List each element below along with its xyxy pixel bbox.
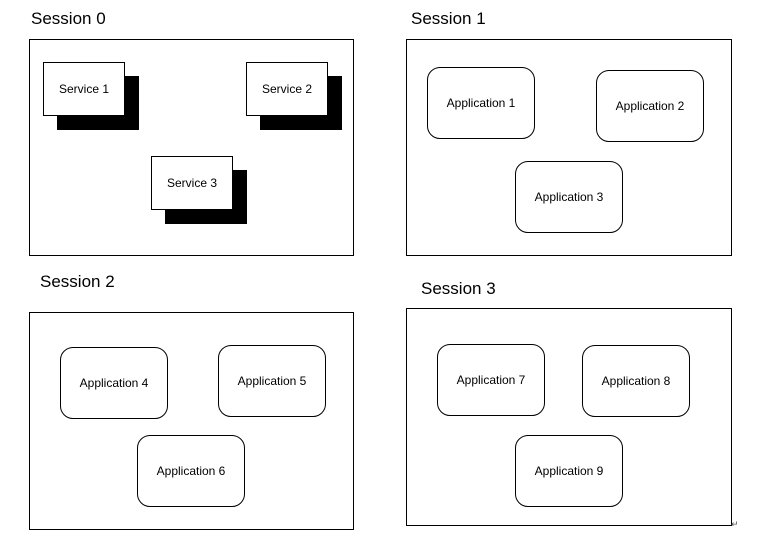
session-3-panel: Application 7 Application 8 Application …: [406, 308, 732, 526]
application-5-box: Application 5: [218, 345, 326, 417]
application-6-box: Application 6: [137, 435, 245, 507]
application-7-box: Application 7: [437, 344, 545, 416]
service-3: Service 3: [151, 156, 247, 224]
session-0-panel: Service 1 Service 2 Service 3: [29, 39, 354, 256]
service-2-box: Service 2: [246, 62, 328, 116]
application-3-box: Application 3: [515, 161, 623, 233]
application-9-box: Application 9: [515, 435, 623, 507]
session-1-panel: Application 1 Application 2 Application …: [406, 39, 732, 256]
session-0-title: Session 0: [31, 9, 106, 28]
end-of-paragraph-mark: ↵: [731, 519, 739, 529]
service-1: Service 1: [43, 62, 139, 130]
service-1-box: Service 1: [43, 62, 125, 116]
session-2-panel: Application 4 Application 5 Application …: [29, 312, 354, 530]
application-4-box: Application 4: [60, 347, 168, 419]
session-3-title: Session 3: [421, 279, 496, 298]
application-1-box: Application 1: [427, 67, 535, 139]
application-8-box: Application 8: [582, 345, 690, 417]
session-1-title: Session 1: [411, 9, 486, 28]
service-2: Service 2: [246, 62, 342, 130]
service-3-box: Service 3: [151, 156, 233, 210]
application-2-box: Application 2: [596, 70, 704, 142]
session-2-title: Session 2: [40, 272, 115, 291]
